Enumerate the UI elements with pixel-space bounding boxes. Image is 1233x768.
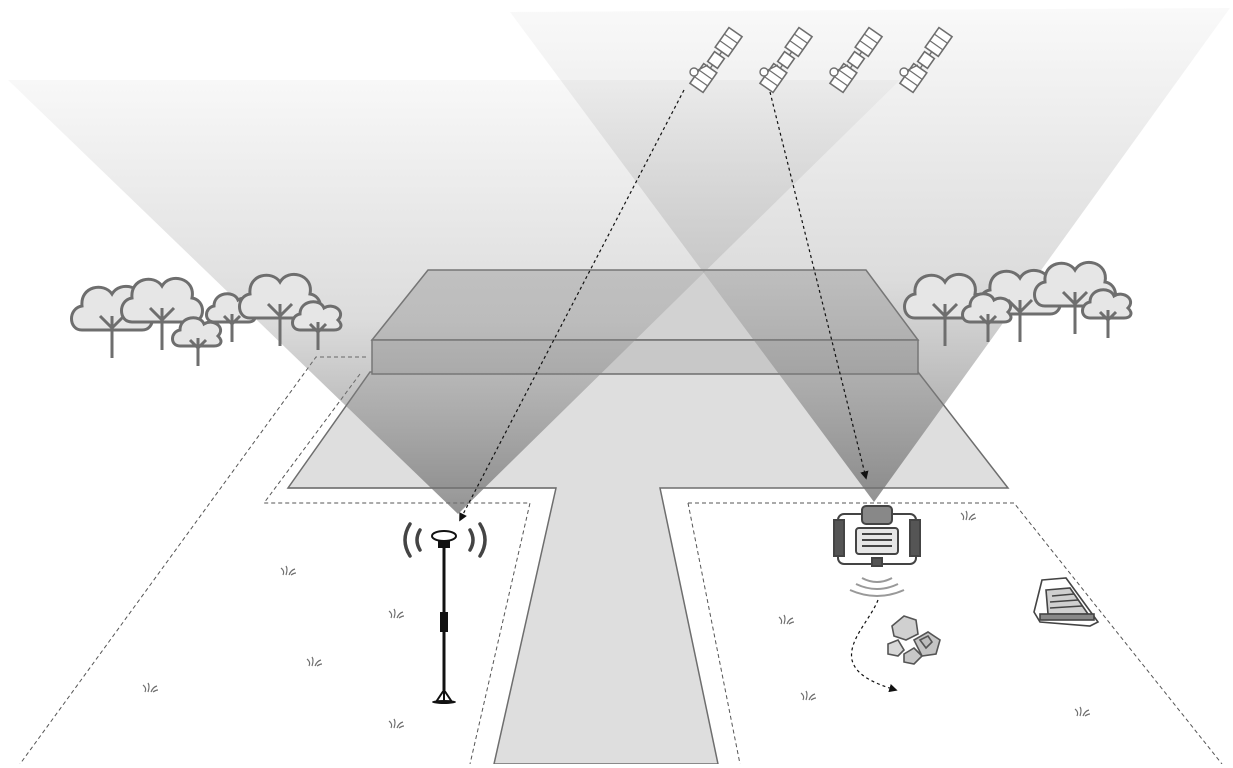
grass-icon <box>306 656 323 667</box>
tree-icon <box>171 316 223 368</box>
robotic-mower <box>833 505 921 693</box>
mower-icon <box>1033 577 1100 627</box>
secondary-mower <box>1033 577 1100 627</box>
signal-arrow-to-mower <box>769 91 869 480</box>
rocks-icon <box>887 615 941 665</box>
left-lawn-boundary <box>19 356 366 765</box>
tree-icon <box>1081 288 1133 340</box>
mower-icon <box>833 505 921 567</box>
mower-sky-cone <box>510 8 1230 502</box>
grass-icon <box>388 718 405 729</box>
ground <box>19 356 1223 765</box>
grass-icon <box>280 565 297 576</box>
signal-arrow-to-station <box>459 89 685 522</box>
right-lawn-inner-boundary <box>687 502 741 765</box>
satellite-signals <box>459 89 869 522</box>
antenna-pole-icon <box>431 530 457 704</box>
avoidance-path-arrow <box>850 599 898 693</box>
right-lawn-boundary <box>688 502 1223 765</box>
grass-icon <box>778 614 795 625</box>
grass-icon <box>1074 706 1091 717</box>
left-lawn-inner-boundary <box>263 373 531 765</box>
grass-icon <box>388 608 405 619</box>
sonar-waves-icon <box>849 577 905 597</box>
radio-waves-icon <box>403 522 487 558</box>
grass-icon <box>800 690 817 701</box>
grass-icon <box>960 510 977 521</box>
signal-cones <box>8 8 1230 514</box>
rtk-reference-station <box>403 522 487 704</box>
grass-icon <box>142 682 159 693</box>
